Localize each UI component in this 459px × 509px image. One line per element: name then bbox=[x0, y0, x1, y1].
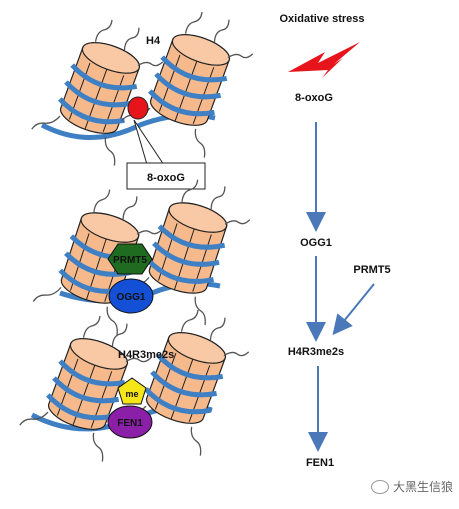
pathway-step-h4r3me2s: H4R3me2s bbox=[288, 346, 344, 358]
h4r3me2s-label: H4R3me2s bbox=[118, 349, 174, 361]
pathway-step-fen1: FEN1 bbox=[306, 457, 334, 469]
nucleosome-pair-top bbox=[30, 0, 261, 169]
nucleosome-pair-middle bbox=[31, 166, 257, 338]
ogg1-shape bbox=[108, 278, 154, 314]
prmt5-shape-label: PRMT5 bbox=[113, 255, 147, 266]
watermark-text: 大黑生信狼 bbox=[392, 480, 453, 494]
oxog-callout-label: 8-oxoG bbox=[147, 172, 185, 184]
oxog-lesion-mark bbox=[127, 96, 149, 120]
fen1-shape-label: FEN1 bbox=[117, 418, 143, 429]
pathway-title: Oxidative stress bbox=[280, 13, 365, 25]
me-shape bbox=[117, 377, 147, 405]
pathway-step-8oxog: 8-oxoG bbox=[295, 92, 333, 104]
watermark: 大黑生信狼 bbox=[370, 478, 453, 495]
h4-label: H4 bbox=[146, 35, 161, 47]
prmt5-shape bbox=[107, 243, 153, 275]
pathway-step-ogg1: OGG1 bbox=[300, 237, 332, 249]
fen1-shape bbox=[107, 405, 153, 439]
pathway-prmt5: PRMT5 bbox=[353, 264, 390, 276]
nucleosome-pair-bottom bbox=[18, 295, 257, 465]
wechat-icon bbox=[370, 479, 389, 494]
arrow-prmt5-to-h4r3me2s bbox=[332, 283, 375, 336]
me-shape-label: me bbox=[125, 389, 138, 399]
callout-pointer bbox=[133, 119, 167, 169]
ogg1-shape-label: OGG1 bbox=[117, 292, 146, 303]
lightning-icon bbox=[288, 42, 360, 78]
oxog-callout-box bbox=[126, 162, 206, 190]
